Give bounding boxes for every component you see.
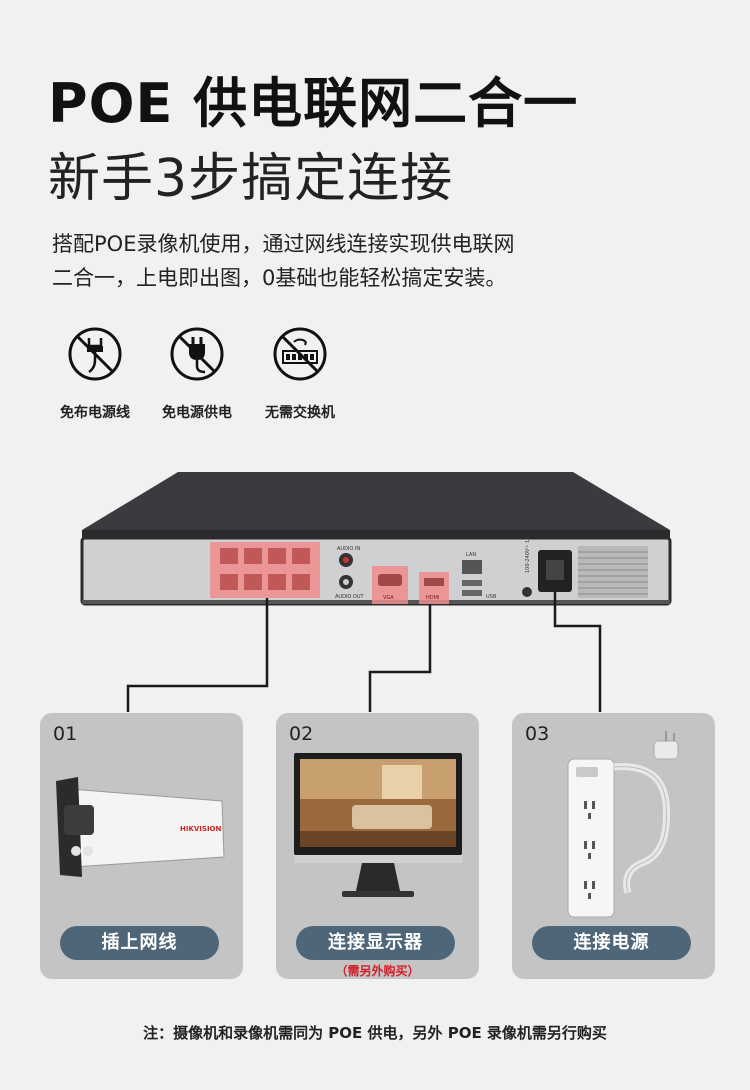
brand-label: HIKVISION [180,825,222,833]
hdmi-label: HDMI [426,595,439,601]
footer-note: 注：摄像机和录像机需同为 POE 供电，另外 POE 录像机需另行购买 [143,1024,607,1042]
lan-label: LAN [466,552,476,558]
step-label-connect-power: 连接电源 [532,926,691,960]
camera-connection-line [126,598,269,712]
step-number: 03 [525,723,550,745]
power-connection-line [553,592,602,712]
page-subtitle: 新手3步搞定连接 [48,149,454,209]
feature-label: 无需交换机 [265,405,335,421]
description-line-1: 搭配POE录像机使用，通过网线连接实现供电联网 [52,232,515,256]
audio-out-label: AUDIO OUT [335,594,365,600]
step-label-plug-cable: 插上网线 [60,926,219,960]
step-number: 02 [289,723,314,745]
power-rating-label: 100-240V~ 1A [525,536,531,573]
no-plug-icon [170,327,224,381]
camera-icon: HIKVISION [56,777,225,877]
feature-no-switch: 无需交换机 [245,326,355,422]
no-switch-icon [273,327,327,381]
page-title: POE 供电联网二合一 [48,72,579,135]
step-number: 01 [53,723,78,745]
step-card-monitor: 02 连接显示器 （需另外购买） [276,713,479,979]
feature-label: 免电源供电 [162,405,232,421]
step-card-power: 03 连接电源 [512,713,715,979]
feature-label: 免布电源线 [60,405,130,421]
monitor-icon [294,753,462,897]
feature-no-plug: 免电源供电 [142,326,252,422]
audio-in-label: AUDIO IN [337,546,360,552]
feature-no-cable: 免布电源线 [40,326,150,422]
monitor-connection-line [368,604,432,712]
step-label-connect-monitor: 连接显示器 [296,926,455,960]
hdmi-highlight [419,572,449,604]
description-line-2: 二合一，上电即出图，0基础也能轻松搞定安装。 [52,266,507,290]
usb-label: USB [486,594,497,600]
purchase-note: （需另外购买） [335,964,420,978]
power-strip-icon [567,731,679,918]
no-cable-icon [68,327,122,381]
step-card-camera: 01 HIKVISION 插上网线 [40,713,243,979]
vga-label: VGA [383,595,394,601]
nvr-recorder-illustration: AUDIO IN AUDIO OUT VGA HDMI LAN USB 100-… [80,472,672,712]
